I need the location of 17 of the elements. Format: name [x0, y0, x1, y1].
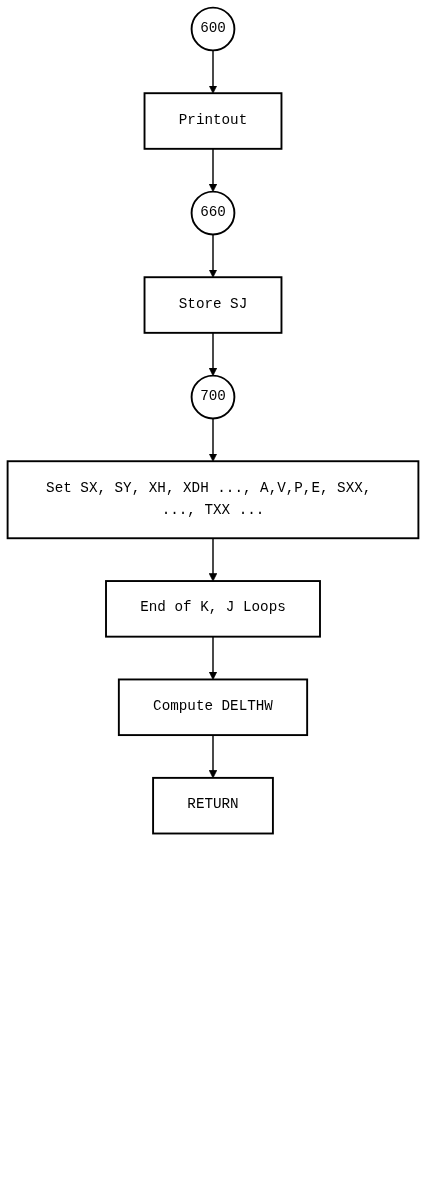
node-box: Set SX, SY, XH, XDH ..., A,V,P,E, SXX, ..., TXX ...	[6, 460, 420, 540]
arrow	[208, 49, 218, 94]
arrow	[208, 537, 218, 582]
arrow	[208, 635, 218, 680]
node-circle: 660	[190, 190, 236, 236]
arrow	[208, 332, 218, 376]
arrow	[208, 233, 218, 278]
node-circle: 600	[190, 6, 236, 52]
node-box: RETURN	[152, 776, 274, 835]
node-circle: 700	[190, 374, 236, 420]
node-box: Printout	[143, 92, 283, 150]
node-box: Store SJ	[143, 276, 283, 334]
arrow	[208, 734, 218, 779]
arrow	[208, 148, 218, 192]
node-box: Compute DELTHW	[117, 678, 309, 737]
arrow	[208, 417, 218, 462]
node-box: End of K, J Loops	[105, 580, 321, 638]
